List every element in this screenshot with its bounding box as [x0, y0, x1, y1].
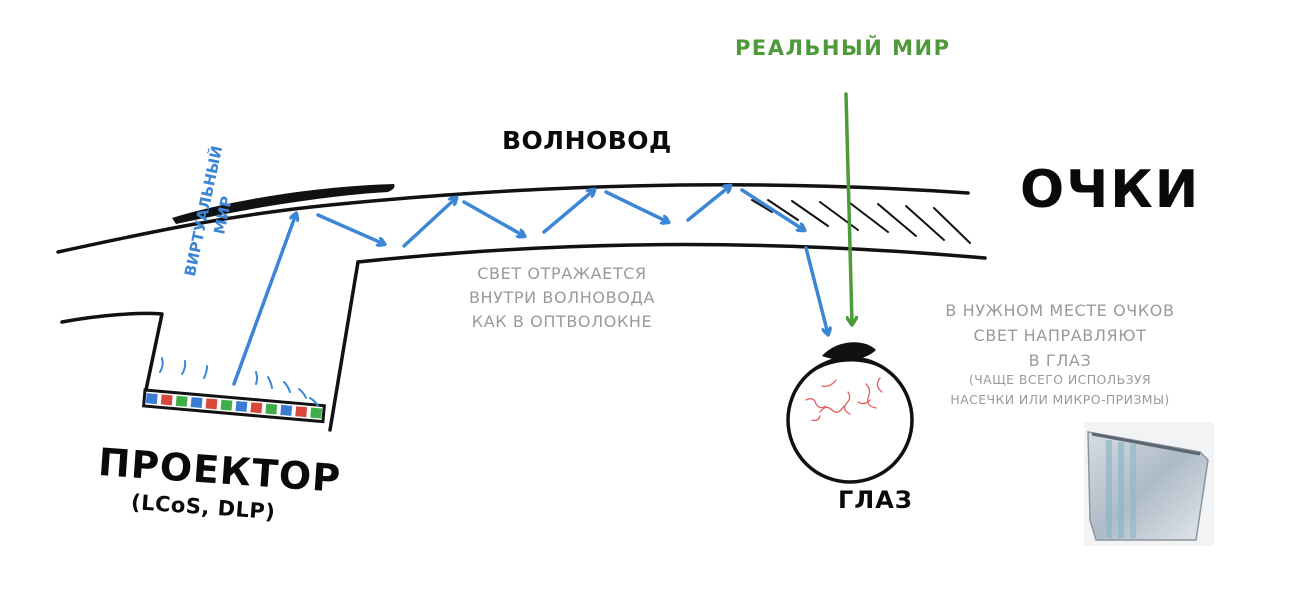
eye-icon	[786, 342, 914, 484]
pixel-cell	[190, 397, 203, 409]
waveguide-glasses-photo	[1084, 422, 1214, 546]
pixel-cell	[280, 404, 293, 416]
annotation-line: В ГЛАЗ	[1028, 351, 1092, 370]
eye-veins	[805, 377, 883, 422]
pixel-cell	[160, 394, 173, 406]
pixel-cell	[175, 395, 188, 407]
glasses-body	[56, 183, 987, 432]
real-world-label: РЕАЛЬНЫЙ МИР	[735, 36, 951, 60]
pixel-cell	[145, 393, 158, 405]
pixel-cell	[235, 401, 248, 412]
reflection-arrow-4	[542, 190, 594, 234]
virtual-arrow-up	[232, 214, 296, 386]
pixel-cell	[310, 407, 323, 419]
out-coupling-hatch	[751, 199, 971, 244]
projector-housing-left	[60, 311, 164, 392]
pixel-cell	[205, 398, 218, 410]
note-line: (ЧАЩЕ ВСЕГО ИСПОЛЬЗУЯ	[968, 372, 1152, 387]
reflection-arrow-to-eye	[804, 246, 828, 334]
projector-emission	[159, 357, 319, 407]
light-reflection-annotation: СВЕТ ОТРАЖАЕТСЯ ВНУТРИ ВОЛНОВОДА КАК В О…	[452, 262, 672, 334]
method-note: (ЧАЩЕ ВСЕГО ИСПОЛЬЗУЯ НАСЕЧКИ ИЛИ МИКРО-…	[925, 370, 1195, 410]
pixel-cell	[295, 406, 308, 418]
waveguide-label: ВОЛНОВОД	[502, 126, 672, 155]
reflection-arrow-3	[462, 200, 524, 236]
reflection-arrow-2	[402, 198, 456, 248]
reflection-arrow-5	[604, 190, 668, 222]
waveguide-coating	[172, 184, 395, 224]
reflection-arrow-7	[740, 188, 804, 230]
reflection-arrow-6	[686, 186, 730, 222]
pixel-cell	[250, 402, 263, 414]
note-line: НАСЕЧКИ ИЛИ МИКРО-ПРИЗМЫ)	[950, 392, 1170, 407]
eye-label: ГЛАЗ	[838, 486, 913, 514]
virtual-light-path	[232, 186, 828, 386]
glasses-label: ОЧКИ	[1020, 160, 1201, 220]
annotation-line: В НУЖНОМ МЕСТЕ ОЧКОВ	[945, 301, 1175, 320]
annotation-line: СВЕТ НАПРАВЛЯЮТ	[973, 326, 1147, 345]
annotation-line: ВНУТРИ ВОЛНОВОДА	[468, 288, 656, 307]
waveguide-top-edge	[56, 183, 970, 254]
reflection-arrow-1	[316, 213, 384, 244]
direction-annotation: В НУЖНОМ МЕСТЕ ОЧКОВ СВЕТ НАПРАВЛЯЮТ В Г…	[925, 298, 1195, 373]
real-world-arrow	[844, 92, 852, 324]
projector-pixels	[141, 388, 326, 424]
annotation-line: КАК В ОПТВОЛОКНЕ	[471, 312, 653, 331]
pixel-cell	[220, 399, 233, 411]
pixel-cell	[265, 403, 278, 415]
pixel-strip-frame	[141, 388, 326, 424]
eye-pupil	[822, 342, 876, 361]
annotation-line: СВЕТ ОТРАЖАЕТСЯ	[477, 264, 647, 283]
projector-housing-right	[328, 260, 360, 432]
waveguide-bottom-edge	[356, 242, 987, 264]
